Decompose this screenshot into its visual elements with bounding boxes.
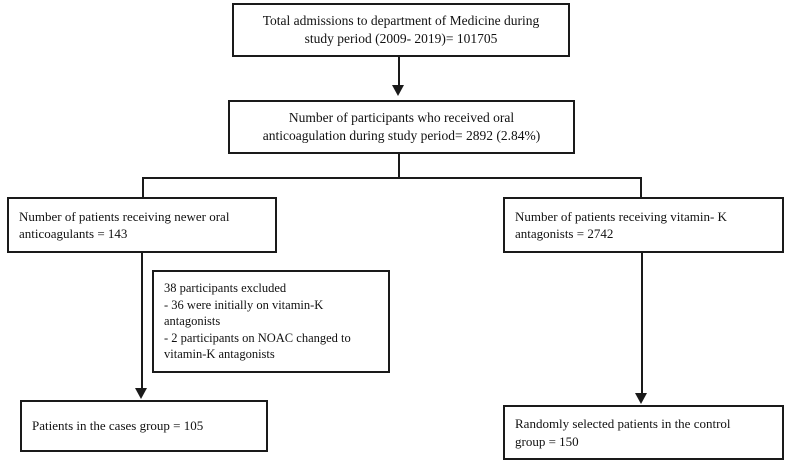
connector-noac-to-cases-arrowhead	[135, 388, 147, 399]
node-vitamin-k-antagonists-label: Number of patients receiving vitamin- K …	[515, 208, 727, 241]
node-cases-group-label: Patients in the cases group = 105	[32, 418, 204, 434]
node-total-admissions-label: Total admissions to department of Medici…	[262, 13, 540, 46]
connector-split-right-drop	[640, 177, 642, 198]
connector-split-bar	[142, 177, 642, 179]
connector-vka-to-controls-line	[641, 253, 643, 394]
connector-total-to-oac-line	[398, 57, 400, 86]
node-vitamin-k-antagonists: Number of patients receiving vitamin- K …	[503, 197, 784, 253]
node-newer-oral-anticoagulants: Number of patients receiving newer oral …	[7, 197, 277, 253]
node-oral-anticoagulation-label: Number of participants who received oral…	[262, 110, 541, 143]
node-excluded-participants-label: 38 participants excluded - 36 were initi…	[164, 281, 351, 362]
connector-split-left-drop	[142, 177, 144, 198]
node-cases-group: Patients in the cases group = 105	[20, 400, 268, 452]
connector-split-stem	[398, 154, 400, 178]
connector-total-to-oac-arrowhead	[392, 85, 404, 96]
connector-noac-to-cases-line	[141, 253, 143, 389]
node-newer-oral-anticoagulants-label: Number of patients receiving newer oral …	[19, 208, 230, 241]
node-oral-anticoagulation: Number of participants who received oral…	[228, 100, 575, 154]
node-total-admissions: Total admissions to department of Medici…	[232, 3, 570, 57]
node-excluded-participants: 38 participants excluded - 36 were initi…	[152, 270, 390, 373]
node-control-group-label: Randomly selected patients in the contro…	[515, 416, 731, 449]
node-control-group: Randomly selected patients in the contro…	[503, 405, 784, 460]
connector-vka-to-controls-arrowhead	[635, 393, 647, 404]
